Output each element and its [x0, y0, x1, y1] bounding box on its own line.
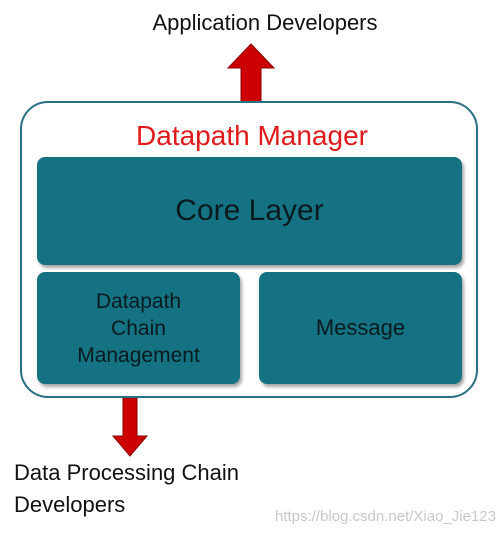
bottom-label-line2: Developers — [14, 492, 126, 517]
data-processing-chain-developers-label: Data Processing Chain Developers — [14, 457, 294, 521]
application-developers-label: Application Developers — [152, 10, 378, 35]
core-layer-box: Core Layer — [37, 157, 462, 265]
down-arrow — [111, 398, 149, 457]
bottom-label-line1: Data Processing Chain — [14, 460, 240, 485]
datapath-manager-title: Datapath Manager — [136, 120, 368, 151]
watermark-text: https://blog.csdn.net/Xiao_Jie123 — [275, 508, 496, 525]
up-arrow — [226, 43, 276, 104]
message-label: Message — [315, 315, 406, 340]
chain-label-line1: Datapath — [95, 289, 182, 313]
down-arrow-shape — [111, 398, 149, 457]
chain-label-line2: Chain — [111, 316, 166, 340]
core-layer-label: Core Layer — [175, 194, 324, 227]
up-arrow-shape — [226, 43, 276, 104]
message-box: Message — [259, 272, 462, 384]
chain-label-line3: Management — [77, 343, 200, 367]
datapath-chain-management-box: Datapath Chain Management — [37, 272, 240, 384]
